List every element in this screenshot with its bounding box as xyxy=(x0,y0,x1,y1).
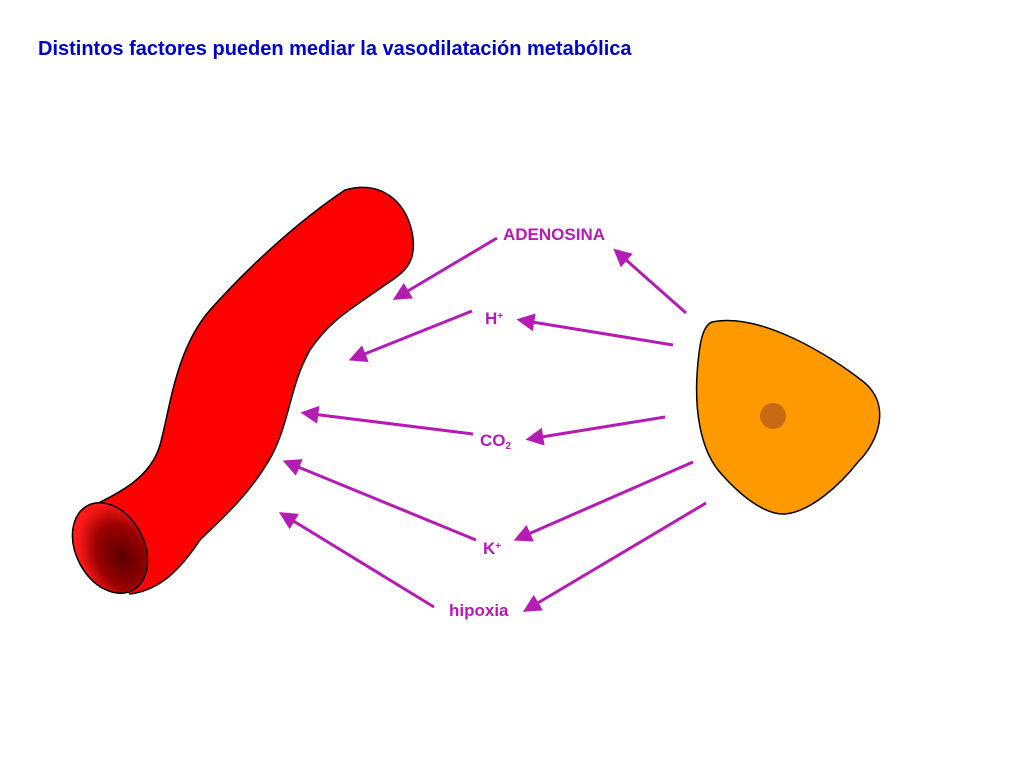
factor-adenosina-text: ADENOSINA xyxy=(503,225,606,244)
factor-h-base: H xyxy=(485,309,498,328)
factor-co2-label: CO2 xyxy=(480,431,511,457)
vessel-body xyxy=(78,186,415,595)
cell-body xyxy=(695,319,881,515)
arrow-h-to-vessel xyxy=(348,309,473,363)
cell-to-factor-arrows xyxy=(513,248,707,612)
arrow-hipoxia-to-vessel xyxy=(278,512,435,609)
blood-vessel xyxy=(71,186,415,595)
factor-co2-base: CO xyxy=(480,431,506,450)
factor-to-vessel-arrows xyxy=(278,236,498,609)
factor-h-sup: + xyxy=(497,311,504,322)
factor-k-base: K xyxy=(483,539,496,558)
arrow-k-to-vessel xyxy=(282,459,477,542)
factor-co2-sub: 2 xyxy=(505,441,512,452)
arrow-cell-to-adenosina xyxy=(613,248,687,315)
arrow-cell-to-h xyxy=(516,313,674,347)
arrow-cell-to-co2 xyxy=(525,415,666,446)
arrow-adenosina-to-vessel xyxy=(392,236,498,300)
arrow-cell-to-hipoxia xyxy=(522,501,707,612)
cell-nucleus xyxy=(760,403,786,429)
arrow-cell-to-k xyxy=(513,460,694,542)
factor-h-label: H+ xyxy=(485,307,503,329)
factor-k-label: K+ xyxy=(483,537,501,559)
factor-hipoxia-text: hipoxia xyxy=(449,601,509,620)
tissue-cell xyxy=(695,319,881,515)
factor-hipoxia-label: hipoxia xyxy=(449,601,509,621)
slide-title: Distintos factores pueden mediar la vaso… xyxy=(38,38,632,60)
arrow-co2-to-vessel xyxy=(300,405,474,436)
vessel-opening xyxy=(71,501,149,595)
factor-adenosina-label: ADENOSINA xyxy=(503,225,605,245)
factor-k-sup: + xyxy=(495,541,502,552)
